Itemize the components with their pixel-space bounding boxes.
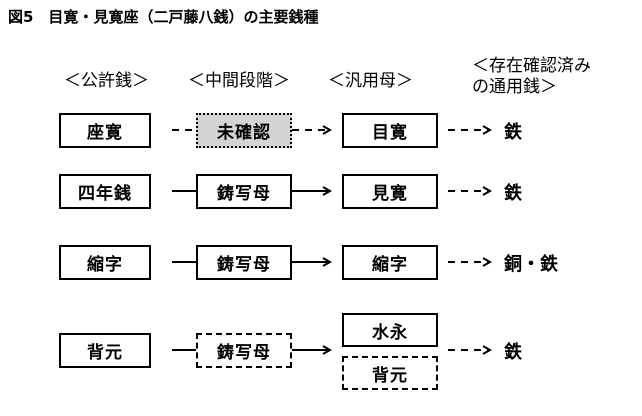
header-circulating-line1: ＜存在確認済み	[472, 56, 591, 76]
row4-result: 鉄	[504, 342, 522, 363]
row2-official-box: 四年銭	[59, 174, 151, 209]
row2-mother-box: 見寛	[342, 174, 438, 209]
row4-official-box: 背元	[59, 333, 151, 368]
row3-intermediate-box: 鋳写母	[196, 245, 292, 280]
header-official: ＜公許銭＞	[64, 71, 149, 91]
row1-intermediate-box: 未確認	[196, 113, 292, 148]
header-circulating: ＜存在確認済み の通用銭＞	[472, 56, 591, 98]
row3-mother-box: 縮字	[342, 245, 438, 280]
row1-mother-box: 目寛	[342, 113, 438, 148]
row2-intermediate-box: 鋳写母	[196, 174, 292, 209]
figure-title: 図5 目寛・見寛座（二戸藤八銭）の主要銭種	[8, 8, 319, 26]
header-circulating-line2: の通用銭＞	[472, 77, 557, 97]
row1-official-box: 座寛	[59, 113, 151, 148]
row4-mother-alt-box: 背元	[342, 356, 438, 390]
row4-intermediate-box: 鋳写母	[196, 333, 292, 368]
row1-result: 鉄	[504, 122, 522, 143]
row3-result: 銅・鉄	[504, 254, 558, 275]
row4-mother-box: 水永	[342, 313, 438, 347]
row2-result: 鉄	[504, 183, 522, 204]
header-intermediate: ＜中間段階＞	[188, 71, 290, 91]
row3-official-box: 縮字	[59, 245, 151, 280]
header-mother: ＜汎用母＞	[328, 71, 413, 91]
